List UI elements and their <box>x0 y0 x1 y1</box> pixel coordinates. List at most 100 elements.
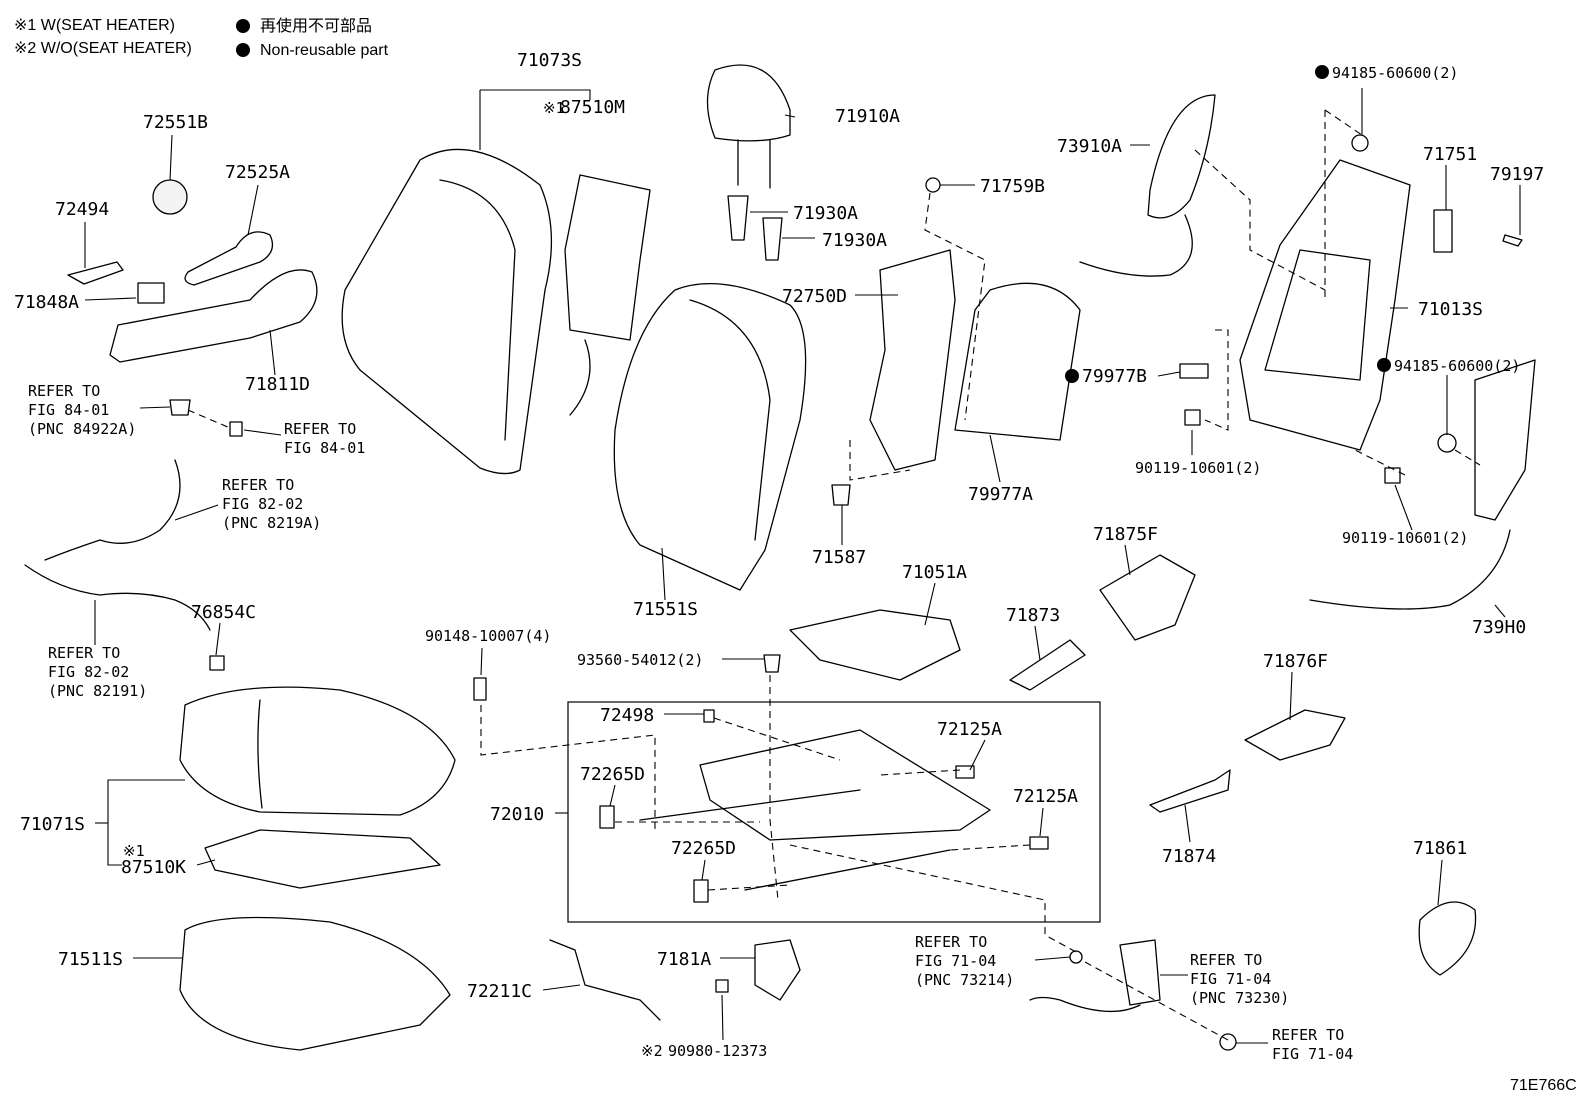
nut-icon <box>1437 433 1457 453</box>
seatback-cover-shape <box>341 148 553 475</box>
ref-line: (PNC 73214) <box>915 971 1014 989</box>
ref-line: FIG 84-01 <box>28 401 109 419</box>
non-reusable-dot-icon <box>1377 358 1391 372</box>
back-heater-shape <box>564 174 651 341</box>
ref-line: FIG 71-04 <box>1272 1045 1353 1063</box>
seatback-cover-seam <box>439 179 516 441</box>
bolt-shape <box>763 654 781 673</box>
wire-rod-shape <box>549 939 661 1021</box>
seatback-frame-shape <box>1239 159 1411 451</box>
seatback-frame-inner <box>1264 249 1371 381</box>
far-side-airbag-wire <box>1309 529 1511 610</box>
clip-small-shape <box>831 484 851 506</box>
part-label: 71013S <box>1418 299 1483 320</box>
side-shield-shape <box>109 269 318 363</box>
buckle-wire <box>1029 996 1141 1013</box>
seat-belt-buckle-shape <box>1119 939 1161 1006</box>
part-label: 71811D <box>245 374 310 395</box>
part-label: 90119-10601(2) <box>1342 529 1468 547</box>
cushion-pad-shape <box>179 916 451 1051</box>
reference-labels: REFER TO FIG 84-01 (PNC 84922A) REFER TO… <box>28 382 1353 1063</box>
headrest-support-shape <box>727 195 749 241</box>
sensor-shape <box>1179 363 1209 379</box>
part-label: 79197 <box>1490 164 1544 185</box>
headrest-shape <box>706 64 791 142</box>
knob-cap-shape <box>152 179 188 215</box>
nut-icon <box>1069 950 1083 964</box>
part-labels: 71073S ※1 87510M 72551B 72525A 72494 718… <box>14 50 1544 1060</box>
motor-shape <box>754 939 801 1001</box>
non-reusable-dot-icon <box>1065 369 1079 383</box>
part-label: 72265D <box>671 838 736 859</box>
non-reusable-dot-icon <box>236 19 250 33</box>
cushion-heater-shape <box>204 829 441 889</box>
part-label: 72494 <box>55 199 109 220</box>
part-label: 71930A <box>793 203 858 224</box>
seatback-pad-shape <box>613 283 807 591</box>
side-airbag-wire <box>1079 214 1193 277</box>
part-label: 72265D <box>580 764 645 785</box>
part-label: 71587 <box>812 547 866 568</box>
legend-nonreusable-en: Non-reusable part <box>260 42 389 59</box>
part-label: 71511S <box>58 949 123 970</box>
part-label: 71910A <box>835 106 900 127</box>
lumbar-bracket-shape <box>869 249 956 471</box>
part-label: 72211C <box>467 981 532 1002</box>
part-label: 72498 <box>600 705 654 726</box>
part-label: 72551B <box>143 112 208 133</box>
clip-small-shape <box>703 709 715 723</box>
trim-piece-shape <box>67 261 124 285</box>
headrest-support-shape <box>762 217 783 261</box>
part-outlines <box>24 64 1536 1051</box>
adjuster-mechanism-shape <box>789 609 961 681</box>
rod-shape <box>1149 769 1231 813</box>
ref-line: (PNC 82191) <box>48 682 147 700</box>
cover-shape <box>1099 554 1196 641</box>
part-label: 72125A <box>1013 786 1078 807</box>
ref-line: FIG 84-01 <box>284 439 365 457</box>
part-label: 72010 <box>490 804 544 825</box>
connector-shape <box>169 399 191 416</box>
ref-line: REFER TO <box>222 476 294 494</box>
part-label: 72525A <box>225 162 290 183</box>
ref-line: REFER TO <box>915 933 987 951</box>
part-label: 79977B <box>1082 366 1147 387</box>
part-label: 71875F <box>1093 524 1158 545</box>
part-label: 90148-10007(4) <box>425 627 551 645</box>
seatback-pad-seam <box>689 299 771 541</box>
side-airbag-shape <box>1147 94 1216 219</box>
part-label: 90980-12373 <box>668 1042 767 1060</box>
lever-small-shape <box>1009 639 1086 691</box>
leader-lines <box>84 88 1521 1044</box>
ref-line: REFER TO <box>284 420 356 438</box>
clip-shape <box>137 282 165 304</box>
rail-cover-shape <box>1029 836 1049 850</box>
far-side-airbag-shape <box>1474 359 1536 521</box>
frame-pad-shape <box>1433 209 1453 253</box>
ref-line: (PNC 73230) <box>1190 989 1289 1007</box>
part-label: 71073S <box>517 50 582 71</box>
part-label: 87510M <box>560 97 625 118</box>
part-label: 71751 <box>1423 144 1477 165</box>
non-reusable-dot-icon <box>1315 65 1329 79</box>
part-label: 87510K <box>121 857 186 878</box>
part-label: 739H0 <box>1472 617 1526 638</box>
lever-shape <box>184 231 274 286</box>
ref-line: REFER TO <box>1190 951 1262 969</box>
part-label: 71848A <box>14 292 79 313</box>
part-note: ※1 <box>123 842 145 860</box>
part-label: 71930A <box>822 230 887 251</box>
cushion-cover-shape <box>179 686 456 816</box>
rail-cover-shape <box>955 765 975 779</box>
ref-line: REFER TO <box>1272 1026 1344 1044</box>
bolt-shape <box>1502 234 1523 247</box>
ref-line: FIG 71-04 <box>1190 970 1271 988</box>
clip-small-shape <box>209 655 225 671</box>
dashed-lines <box>187 109 1481 1041</box>
wire-harness-lower <box>24 564 211 631</box>
ref-line: FIG 71-04 <box>915 952 996 970</box>
part-label: 71874 <box>1162 846 1216 867</box>
part-label: 90119-10601(2) <box>1135 459 1261 477</box>
part-note: ※1 <box>543 99 565 117</box>
